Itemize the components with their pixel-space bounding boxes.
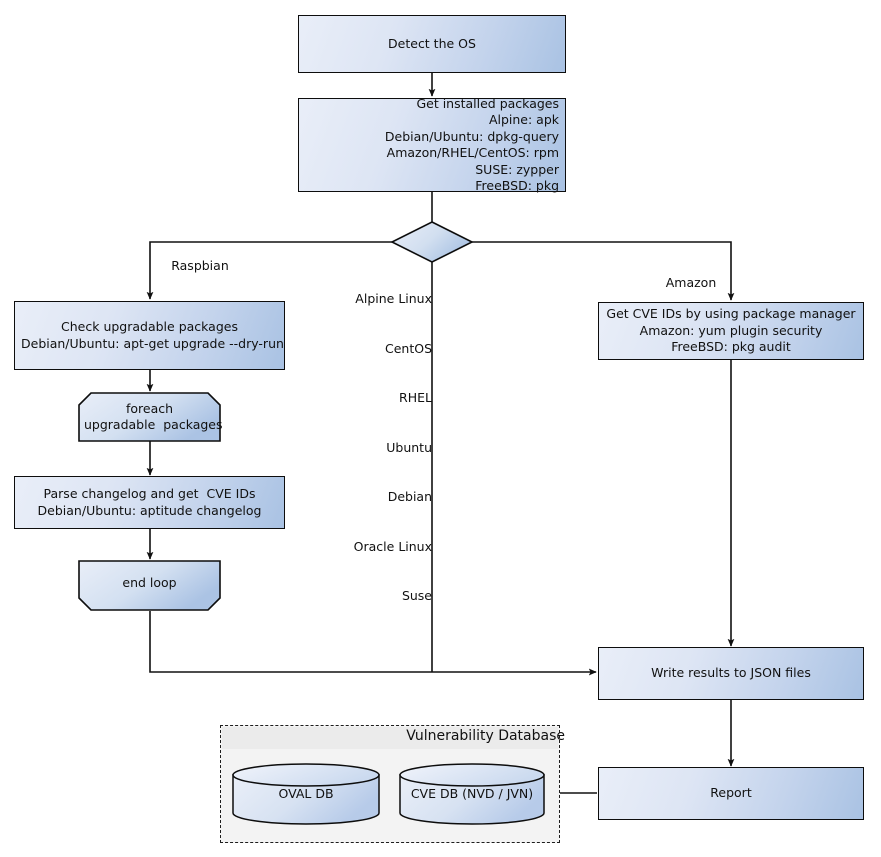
node-detect-the-os[interactable]: Detect the OS bbox=[298, 15, 566, 73]
node-check-upgradable-packages[interactable]: Check upgradable packages Debian/Ubuntu:… bbox=[14, 301, 285, 370]
node-foreach-line-1: upgradable packages bbox=[84, 417, 223, 432]
node-os-decision-diamond[interactable] bbox=[390, 220, 474, 264]
edge-label-right-0: Amazon bbox=[665, 275, 717, 290]
node-get-installed-packages[interactable]: Get installed packages Alpine: apk Debia… bbox=[298, 95, 566, 193]
edge-label-middle-5: Oracle Linux bbox=[353, 538, 432, 554]
node-write-results[interactable]: Write results to JSON files bbox=[598, 647, 864, 700]
edge-label-middle-4: Debian bbox=[387, 489, 432, 504]
node-get-installed-packages-line-5: FreeBSD: pkg bbox=[475, 178, 559, 193]
node-foreach-line-0: foreach bbox=[125, 400, 174, 416]
group-header-band bbox=[222, 727, 558, 749]
node-get-installed-packages-line-1: Alpine: apk bbox=[488, 112, 559, 127]
node-get-installed-packages-line-0: Get installed packages bbox=[416, 95, 559, 111]
node-parse-changelog-line-1: Debian/Ubuntu: aptitude changelog bbox=[37, 502, 262, 518]
node-oval-db-cylinder[interactable] bbox=[232, 763, 380, 825]
node-get-installed-packages-line-2: Debian/Ubuntu: dpkg-query bbox=[384, 128, 559, 144]
node-parse-changelog-line-0: Parse changelog and get CVE IDs bbox=[43, 486, 256, 501]
node-get-installed-packages-line-3: Amazon/RHEL/CentOS: rpm bbox=[386, 145, 559, 160]
edge-label-middle-os-list: Alpine Linux CentOS RHEL Ubuntu Debian O… bbox=[312, 258, 432, 638]
node-check-upgradable-line-0: Check upgradable packages bbox=[61, 319, 238, 334]
node-get-cve-ids-line-2: FreeBSD: pkg audit bbox=[671, 339, 791, 355]
node-foreach-loop-start[interactable] bbox=[78, 392, 221, 442]
node-get-cve-ids[interactable]: Get CVE IDs by using package manager Ama… bbox=[598, 302, 864, 360]
edge-label-raspbian: Raspbian bbox=[171, 258, 229, 273]
node-end-loop[interactable] bbox=[78, 560, 221, 611]
node-end-loop-label: end loop bbox=[122, 575, 177, 591]
edge-label-middle-6: Suse bbox=[401, 588, 432, 603]
edge-label-middle-3: Ubuntu bbox=[386, 439, 432, 455]
node-cve-db-label: CVE DB (NVD / JVN) bbox=[410, 786, 534, 801]
node-cve-db-cylinder[interactable] bbox=[399, 763, 545, 825]
node-write-results-label: Write results to JSON files bbox=[651, 665, 811, 681]
node-check-upgradable-line-1: Debian/Ubuntu: apt-get upgrade --dry-run bbox=[21, 335, 284, 351]
node-report-label: Report bbox=[710, 785, 752, 801]
node-parse-changelog[interactable]: Parse changelog and get CVE IDs Debian/U… bbox=[14, 476, 285, 529]
edge-label-middle-0: Alpine Linux bbox=[355, 291, 432, 306]
node-detect-the-os-label: Detect the OS bbox=[388, 35, 476, 51]
edge-label-middle-2: RHEL bbox=[399, 390, 432, 405]
node-oval-db-label: OVAL DB bbox=[278, 786, 334, 801]
node-get-cve-ids-line-0: Get CVE IDs by using package manager bbox=[606, 306, 856, 322]
node-get-cve-ids-line-1: Amazon: yum plugin security bbox=[639, 322, 823, 338]
node-end-loop-text: end loop bbox=[78, 558, 221, 609]
node-get-installed-packages-line-4: SUSE: zypper bbox=[475, 161, 559, 177]
edge-label-middle-1: CentOS bbox=[384, 340, 432, 356]
node-foreach-loop-start-text: foreach upgradable packages bbox=[78, 392, 223, 442]
node-report[interactable]: Report bbox=[598, 767, 864, 820]
group-vulnerability-database-title: Vulnerability Database bbox=[406, 728, 565, 744]
